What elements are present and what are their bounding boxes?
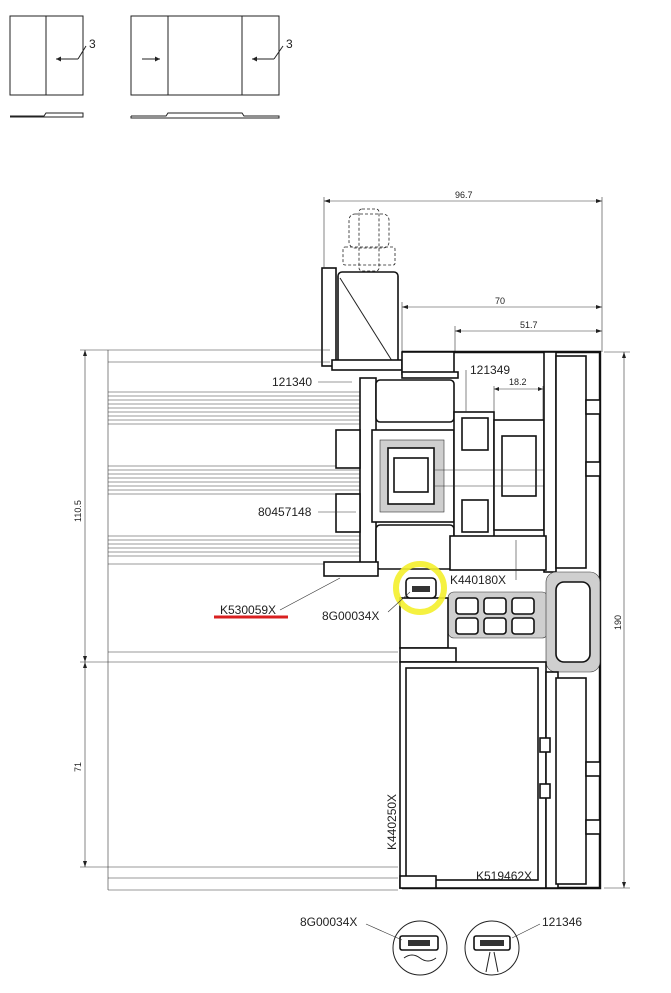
callout-8G00034X: 8G00034X bbox=[322, 591, 411, 623]
dim-label-51-7: 51.7 bbox=[520, 320, 538, 330]
detail-left: 8G00034X bbox=[300, 915, 448, 976]
callout-121340: 121340 bbox=[272, 375, 352, 389]
label-K530059X: K530059X bbox=[220, 603, 276, 617]
dim-label-70: 70 bbox=[495, 296, 505, 306]
detail-right: 121346 bbox=[464, 915, 582, 976]
dim-110-5: 110.5 bbox=[73, 349, 108, 663]
callout-K440250X: K440250X bbox=[385, 794, 399, 850]
thermal-break bbox=[434, 411, 548, 539]
detail-left-label: 8G00034X bbox=[300, 915, 357, 929]
dim-18-2: 18.2 bbox=[493, 377, 544, 420]
label-K440180X: K440180X bbox=[450, 573, 506, 587]
dim-label-190: 190 bbox=[613, 615, 623, 630]
dim-label-96-7: 96.7 bbox=[455, 190, 473, 200]
blind-panel bbox=[107, 349, 398, 891]
sash-top-frame bbox=[321, 267, 403, 371]
thumbnail-single-sash: 3 bbox=[9, 15, 96, 118]
outer-frame bbox=[399, 350, 602, 890]
dim-label-18-2: 18.2 bbox=[509, 377, 527, 387]
callout-K440180X: K440180X bbox=[450, 540, 517, 587]
dim-label-110-5: 110.5 bbox=[73, 500, 83, 522]
callout-K530059X: K530059X bbox=[214, 577, 341, 619]
dim-96-7: 96.7 bbox=[323, 190, 603, 352]
thumb-right-tick: 3 bbox=[286, 37, 293, 51]
label-K440250X: K440250X bbox=[385, 794, 399, 850]
glass-pane-upper bbox=[108, 391, 362, 425]
label-121349: 121349 bbox=[470, 363, 510, 377]
thumb-left-tick: 3 bbox=[89, 37, 96, 51]
detail-right-label: 121346 bbox=[542, 915, 582, 929]
thumbnail-double-sash: 3 bbox=[130, 15, 293, 119]
sash-profile bbox=[323, 377, 455, 577]
dim-71: 71 bbox=[73, 662, 108, 868]
callout-K519462X: K519462X bbox=[476, 869, 532, 883]
dim-label-71: 71 bbox=[73, 762, 83, 772]
callout-121349: 121349 bbox=[465, 363, 510, 412]
gasket-highlighted bbox=[405, 577, 437, 599]
callout-80457148: 80457148 bbox=[258, 505, 356, 519]
label-K519462X: K519462X bbox=[476, 869, 532, 883]
label-121340: 121340 bbox=[272, 375, 312, 389]
highlight-circle bbox=[393, 561, 447, 615]
dim-70: 70 bbox=[401, 296, 602, 352]
glass-pane-middle bbox=[108, 465, 362, 495]
handle-outline bbox=[342, 208, 396, 272]
dim-51-7: 51.7 bbox=[454, 320, 602, 352]
label-80457148: 80457148 bbox=[258, 505, 312, 519]
label-8G00034X: 8G00034X bbox=[322, 609, 379, 623]
dim-190: 190 bbox=[604, 351, 630, 889]
glass-pane-lower bbox=[108, 535, 362, 557]
